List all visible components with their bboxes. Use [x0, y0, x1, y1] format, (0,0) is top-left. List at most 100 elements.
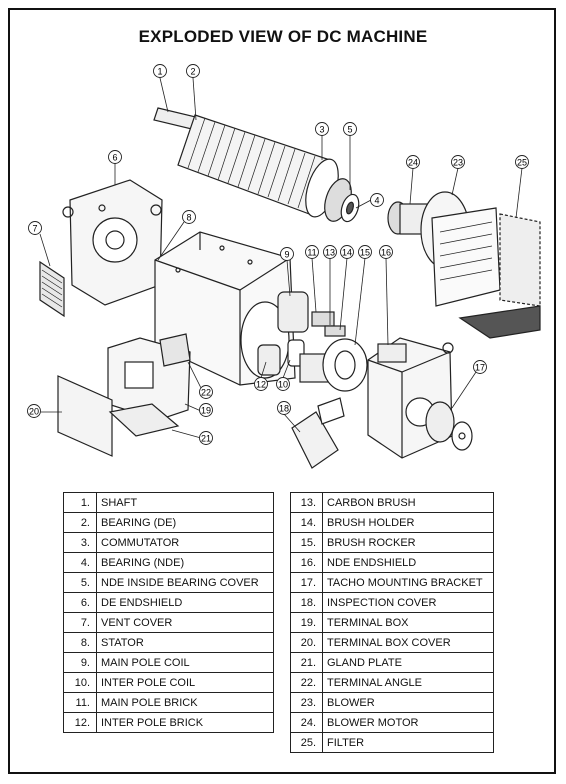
svg-text:15: 15 — [360, 248, 370, 258]
part-name: BLOWER — [322, 692, 494, 713]
part-number: 9. — [63, 652, 97, 673]
svg-text:6: 6 — [112, 153, 117, 163]
callout-19: 19 — [199, 403, 213, 417]
diagram-title: EXPLODED VIEW OF DC MACHINE — [138, 27, 428, 46]
table-row: 13.CARBON BRUSH — [290, 492, 494, 513]
svg-text:25: 25 — [517, 158, 527, 168]
table-row: 24.BLOWER MOTOR — [290, 712, 494, 733]
part-name: NDE ENDSHIELD — [322, 552, 494, 573]
svg-text:24: 24 — [408, 158, 418, 168]
part-number: 18. — [290, 592, 323, 613]
part-name: BEARING (DE) — [96, 512, 274, 533]
vent-cover-drawing — [39, 260, 65, 318]
callout-18: 18 — [277, 401, 291, 415]
parts-list-left: 1.SHAFT 2.BEARING (DE) 3.COMMUTATOR 4.BE… — [63, 492, 274, 733]
part-name: DE ENDSHIELD — [96, 592, 274, 613]
part-number: 24. — [290, 712, 323, 733]
table-row: 6.DE ENDSHIELD — [63, 592, 274, 613]
table-row: 18.INSPECTION COVER — [290, 592, 494, 613]
svg-text:10: 10 — [278, 380, 288, 390]
svg-text:12: 12 — [256, 380, 266, 390]
callout-9: 9 — [280, 247, 294, 261]
svg-text:11: 11 — [307, 248, 316, 258]
part-number: 15. — [290, 532, 323, 553]
callout-12: 12 — [254, 377, 268, 391]
part-number: 13. — [290, 492, 323, 513]
svg-text:21: 21 — [201, 434, 211, 444]
svg-text:4: 4 — [374, 196, 379, 206]
table-row: 4.BEARING (NDE) — [63, 552, 274, 573]
table-row: 9.MAIN POLE COIL — [63, 652, 274, 673]
svg-text:1: 1 — [157, 67, 162, 77]
callout-16: 16 — [379, 245, 393, 259]
svg-text:8: 8 — [186, 213, 191, 223]
svg-text:20: 20 — [29, 407, 39, 417]
part-name: NDE INSIDE BEARING COVER — [96, 572, 274, 593]
table-row: 5.NDE INSIDE BEARING COVER — [63, 572, 274, 593]
table-row: 15.BRUSH ROCKER — [290, 532, 494, 553]
callout-25: 25 — [515, 155, 529, 169]
part-number: 19. — [290, 612, 323, 633]
table-row: 1.SHAFT — [63, 492, 274, 513]
callout-22: 22 — [199, 385, 213, 399]
page-frame — [8, 8, 556, 774]
part-name: BRUSH ROCKER — [322, 532, 494, 553]
part-number: 1. — [63, 492, 97, 513]
part-number: 17. — [290, 572, 323, 593]
part-number: 11. — [63, 692, 97, 713]
table-row: 10.INTER POLE COIL — [63, 672, 274, 693]
part-name: BLOWER MOTOR — [322, 712, 494, 733]
callout-13: 13 — [323, 245, 337, 259]
table-row: 21.GLAND PLATE — [290, 652, 494, 673]
callout-4: 4 — [370, 193, 384, 207]
tacho-bracket-drawing — [425, 401, 473, 451]
callout-24: 24 — [406, 155, 420, 169]
table-row: 19.TERMINAL BOX — [290, 612, 494, 633]
callout-14: 14 — [340, 245, 354, 259]
callout-21: 21 — [199, 431, 213, 445]
svg-text:18: 18 — [279, 404, 289, 414]
inspection-cover-drawing — [291, 397, 345, 469]
table-row: 23.BLOWER — [290, 692, 494, 713]
table-row: 20.TERMINAL BOX COVER — [290, 632, 494, 653]
svg-text:13: 13 — [325, 248, 335, 258]
svg-text:7: 7 — [32, 224, 37, 234]
table-row: 7.VENT COVER — [63, 612, 274, 633]
pole-coils-drawing — [257, 291, 335, 376]
table-row: 12.INTER POLE BRICK — [63, 712, 274, 733]
blower-drawing — [420, 191, 501, 307]
callout-6: 6 — [108, 150, 122, 164]
callout-7: 7 — [28, 221, 42, 235]
callout-2: 2 — [186, 64, 200, 78]
svg-text:22: 22 — [201, 388, 211, 398]
svg-text:23: 23 — [453, 158, 463, 168]
terminal-box-cover-drawing — [57, 375, 113, 457]
callout-11: 11 — [305, 245, 319, 259]
callout-15: 15 — [358, 245, 372, 259]
terminal-box-drawing — [107, 333, 191, 421]
svg-text:14: 14 — [342, 248, 352, 258]
part-name: COMMUTATOR — [96, 532, 274, 553]
svg-text:9: 9 — [284, 250, 289, 260]
part-number: 7. — [63, 612, 97, 633]
leader-lines — [39, 77, 523, 439]
callout-10: 10 — [276, 377, 290, 391]
part-name: MAIN POLE BRICK — [96, 692, 274, 713]
part-number: 21. — [290, 652, 323, 673]
de-endshield-drawing — [62, 179, 163, 306]
table-row: 22.TERMINAL ANGLE — [290, 672, 494, 693]
part-name: BRUSH HOLDER — [322, 512, 494, 533]
part-name: VENT COVER — [96, 612, 274, 633]
part-number: 22. — [290, 672, 323, 693]
part-number: 2. — [63, 512, 97, 533]
callout-3: 3 — [315, 122, 329, 136]
svg-text:19: 19 — [201, 406, 211, 416]
part-name: TACHO MOUNTING BRACKET — [322, 572, 494, 593]
table-row: 17.TACHO MOUNTING BRACKET — [290, 572, 494, 593]
svg-text:3: 3 — [319, 125, 324, 135]
svg-text:16: 16 — [381, 248, 391, 258]
callout-20: 20 — [27, 404, 41, 418]
callout-5: 5 — [343, 122, 357, 136]
blower-motor-drawing — [387, 201, 431, 235]
part-name: CARBON BRUSH — [322, 492, 494, 513]
